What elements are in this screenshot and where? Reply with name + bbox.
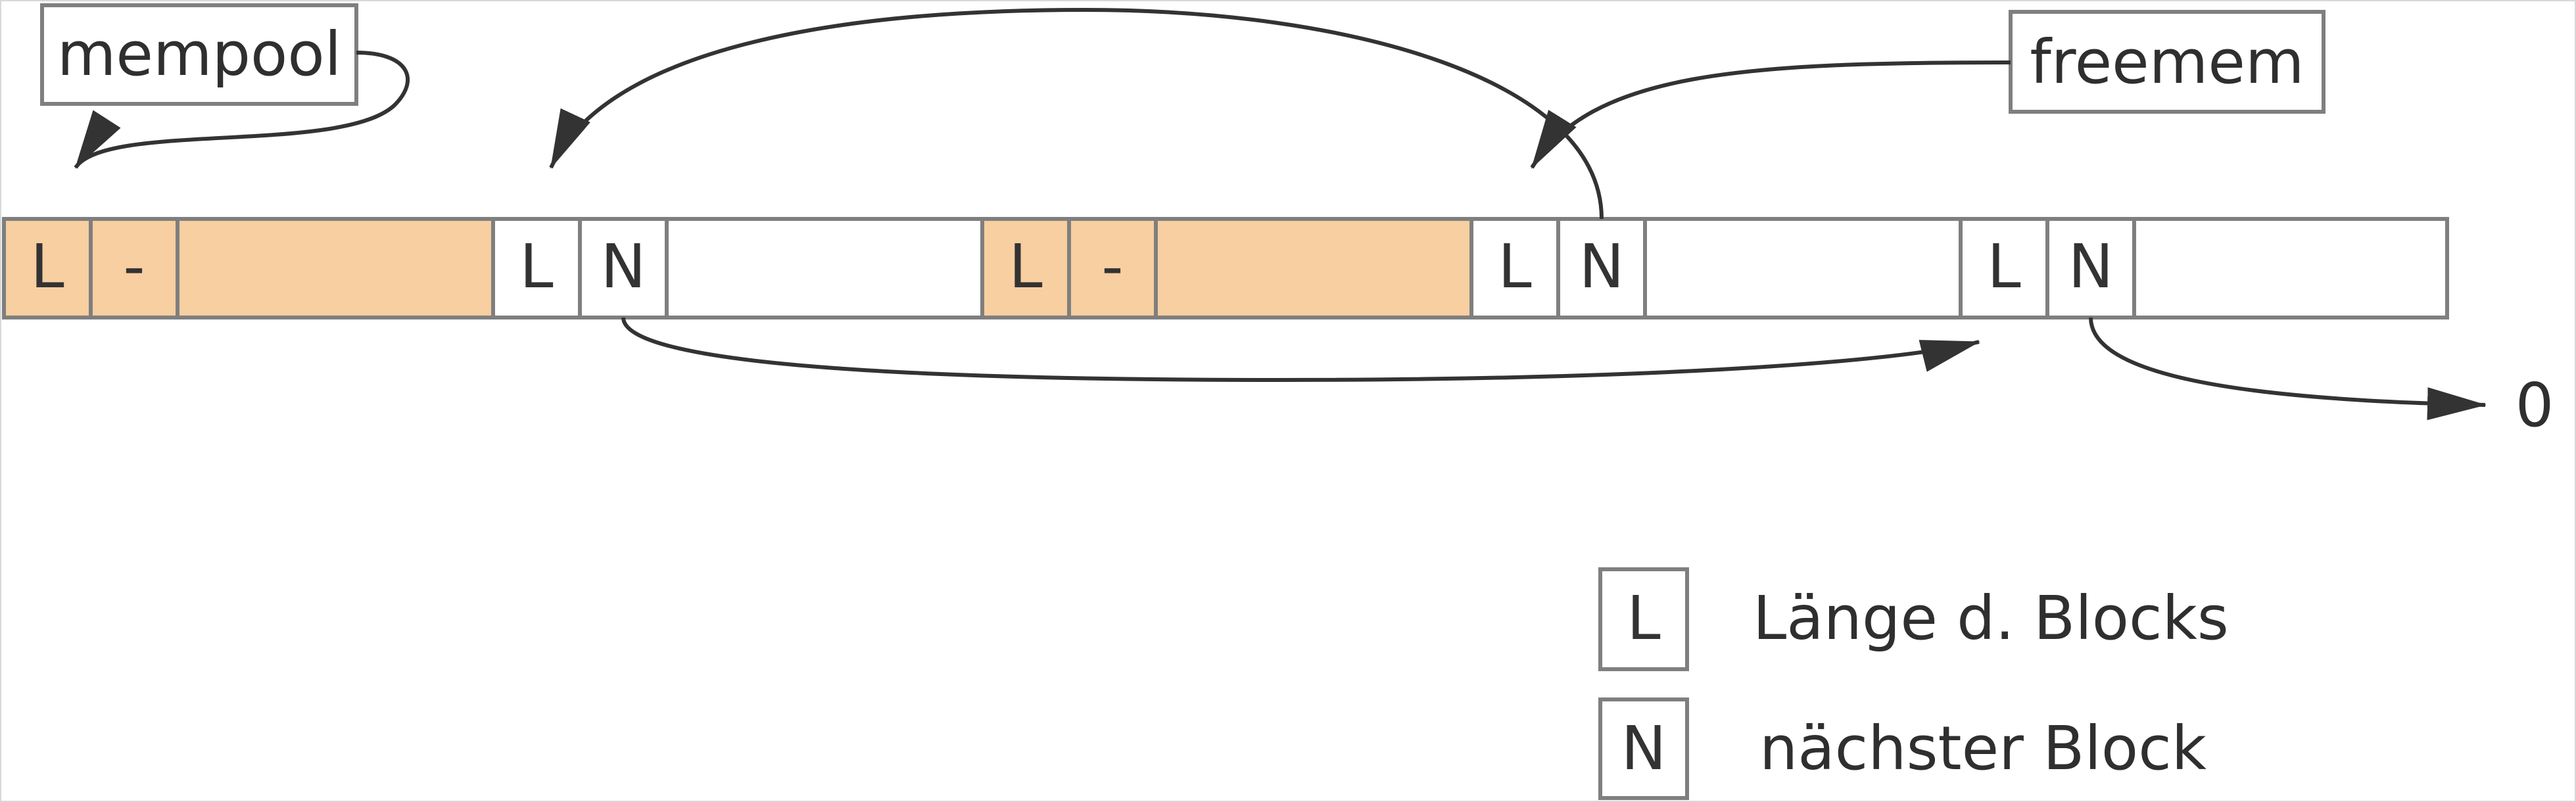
block-1-next-label: -: [123, 231, 145, 302]
block-1-length-label: L: [30, 231, 64, 302]
block-2-next-cell: [578, 217, 669, 319]
legend: L Länge d. Blocks N nächster Block: [1598, 567, 2229, 800]
block4-next-to-block2-arrow: [549, 7, 1604, 220]
block-5-length-label: L: [1987, 231, 2020, 302]
block-3-next-cell: [1067, 217, 1158, 319]
block-4-next-cell: [1556, 217, 1647, 319]
memory-block-3: L -: [980, 217, 1473, 319]
legend-next-symbol-box: [1598, 697, 1689, 800]
legend-item-next: N nächster Block: [1598, 697, 2207, 800]
mempool-pointer-box: mempool: [40, 3, 358, 106]
block-4-next-label: N: [1579, 231, 1625, 302]
legend-length-symbol: L: [1627, 583, 1660, 653]
block-3-length-cell: [980, 217, 1071, 319]
mempool-box: [40, 3, 358, 106]
legend-length-text: Länge d. Blocks: [1753, 583, 2229, 653]
block-5-length-cell: [1959, 217, 2049, 319]
freemem-pointer-box: freemem: [2009, 10, 2326, 114]
memory-block-4: L N: [1469, 217, 1963, 319]
block-2-length-cell: [491, 217, 582, 319]
block-2-length-label: L: [519, 231, 553, 302]
mempool-pointer-arrow: [74, 51, 410, 169]
memory-block-5: L N: [1959, 217, 2449, 319]
legend-next-symbol: N: [1621, 713, 1667, 784]
block2-next-to-block5-arrow: [621, 317, 1980, 383]
null-pointer-label: 0: [2516, 370, 2554, 440]
block-3-length-label: L: [1009, 231, 1042, 302]
block-4-length-label: L: [1498, 231, 1531, 302]
mempool-label: mempool: [57, 19, 341, 89]
legend-length-symbol-box: [1598, 567, 1689, 671]
block-1-next-cell: [89, 217, 179, 319]
block5-next-to-null-arrow: [2089, 317, 2487, 421]
block-3-next-label: -: [1101, 231, 1123, 302]
legend-next-text: nächster Block: [1759, 713, 2207, 784]
block-1-length-cell: [2, 217, 93, 319]
block-2-next-label: N: [601, 231, 646, 302]
block-5-next-label: N: [2068, 231, 2114, 302]
memory-block-1: L -: [2, 217, 495, 319]
freemem-pointer-arrow: [1530, 60, 2011, 169]
freemem-label: freemem: [2030, 27, 2304, 97]
memory-block-2: L N: [491, 217, 984, 319]
legend-item-length: L Länge d. Blocks: [1598, 567, 2229, 671]
